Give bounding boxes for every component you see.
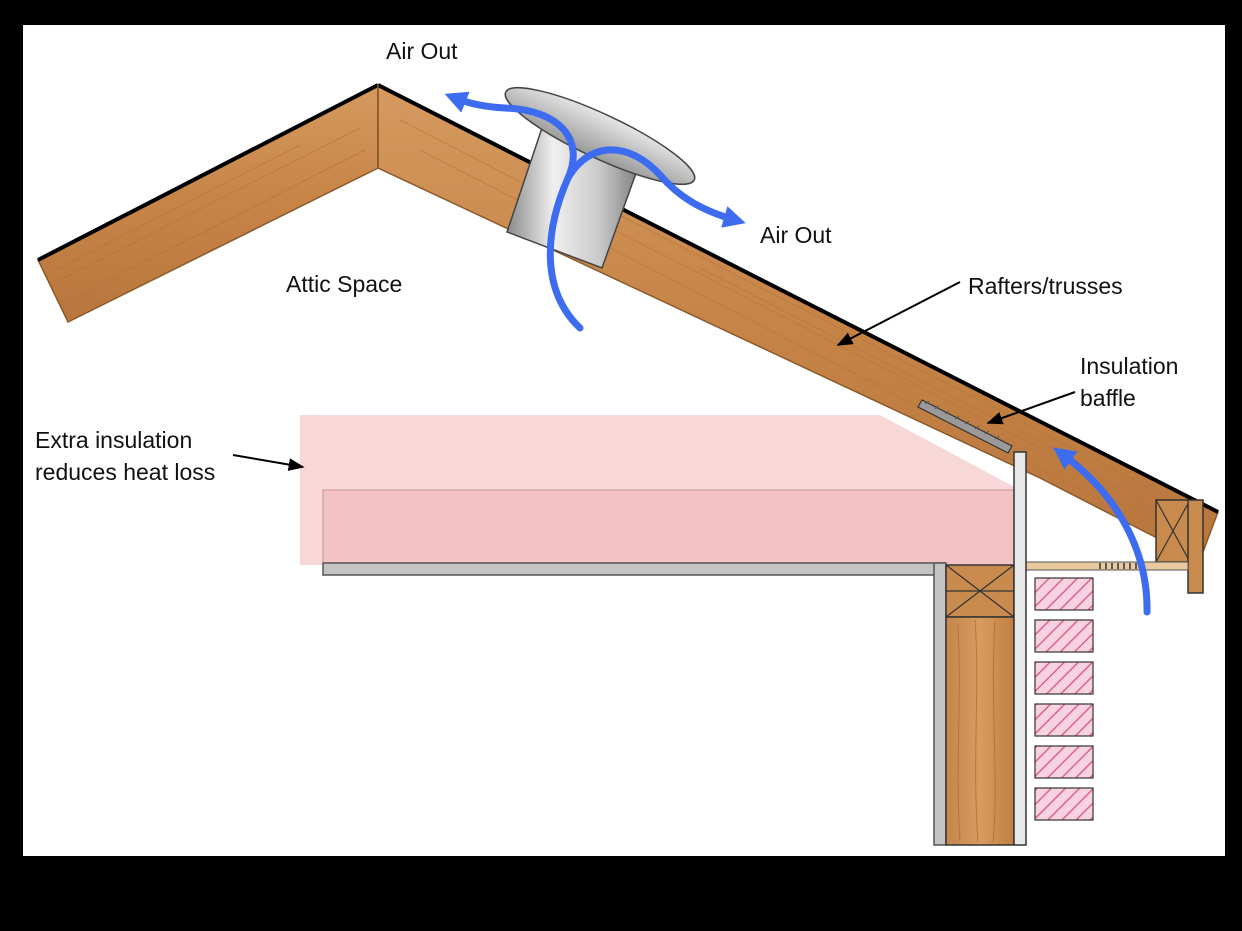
baffle-icon [917,399,1013,454]
label-extra-insulation-line1: Extra insulation [35,427,192,453]
wall-stud [945,616,1015,846]
airflow-arrows [444,91,1151,616]
label-insulation-baffle-line2: baffle [1080,385,1136,411]
label-insulation-baffle-line1: Insulation [1080,353,1178,379]
label-rafters-trusses: Rafters/trusses [968,273,1123,299]
fascia-block [1155,499,1204,594]
label-attic-space: Attic Space [286,271,402,297]
brick-icon [1034,619,1094,653]
soffit-vent [1024,561,1189,571]
airflow-arrow-icon [444,91,584,332]
leader-lines [232,281,1076,471]
extra-insulation [300,415,1020,566]
brick-icon [1034,661,1094,695]
brick-icon [1034,703,1094,737]
label-extra-insulation-line2: reduces heat loss [35,459,215,485]
wall-sheathing [1013,451,1027,846]
wall-top-plate [945,564,1015,618]
airflow-arrow-icon [1052,447,1151,616]
label-air-out-top: Air Out [386,38,458,64]
ceiling-drywall [322,562,947,846]
airflow-arrow-icon [564,146,746,228]
label-air-out-right: Air Out [760,222,832,248]
brick-veneer [1034,577,1094,821]
brick-icon [1034,787,1094,821]
brick-icon [1034,745,1094,779]
brick-icon [1034,577,1094,611]
